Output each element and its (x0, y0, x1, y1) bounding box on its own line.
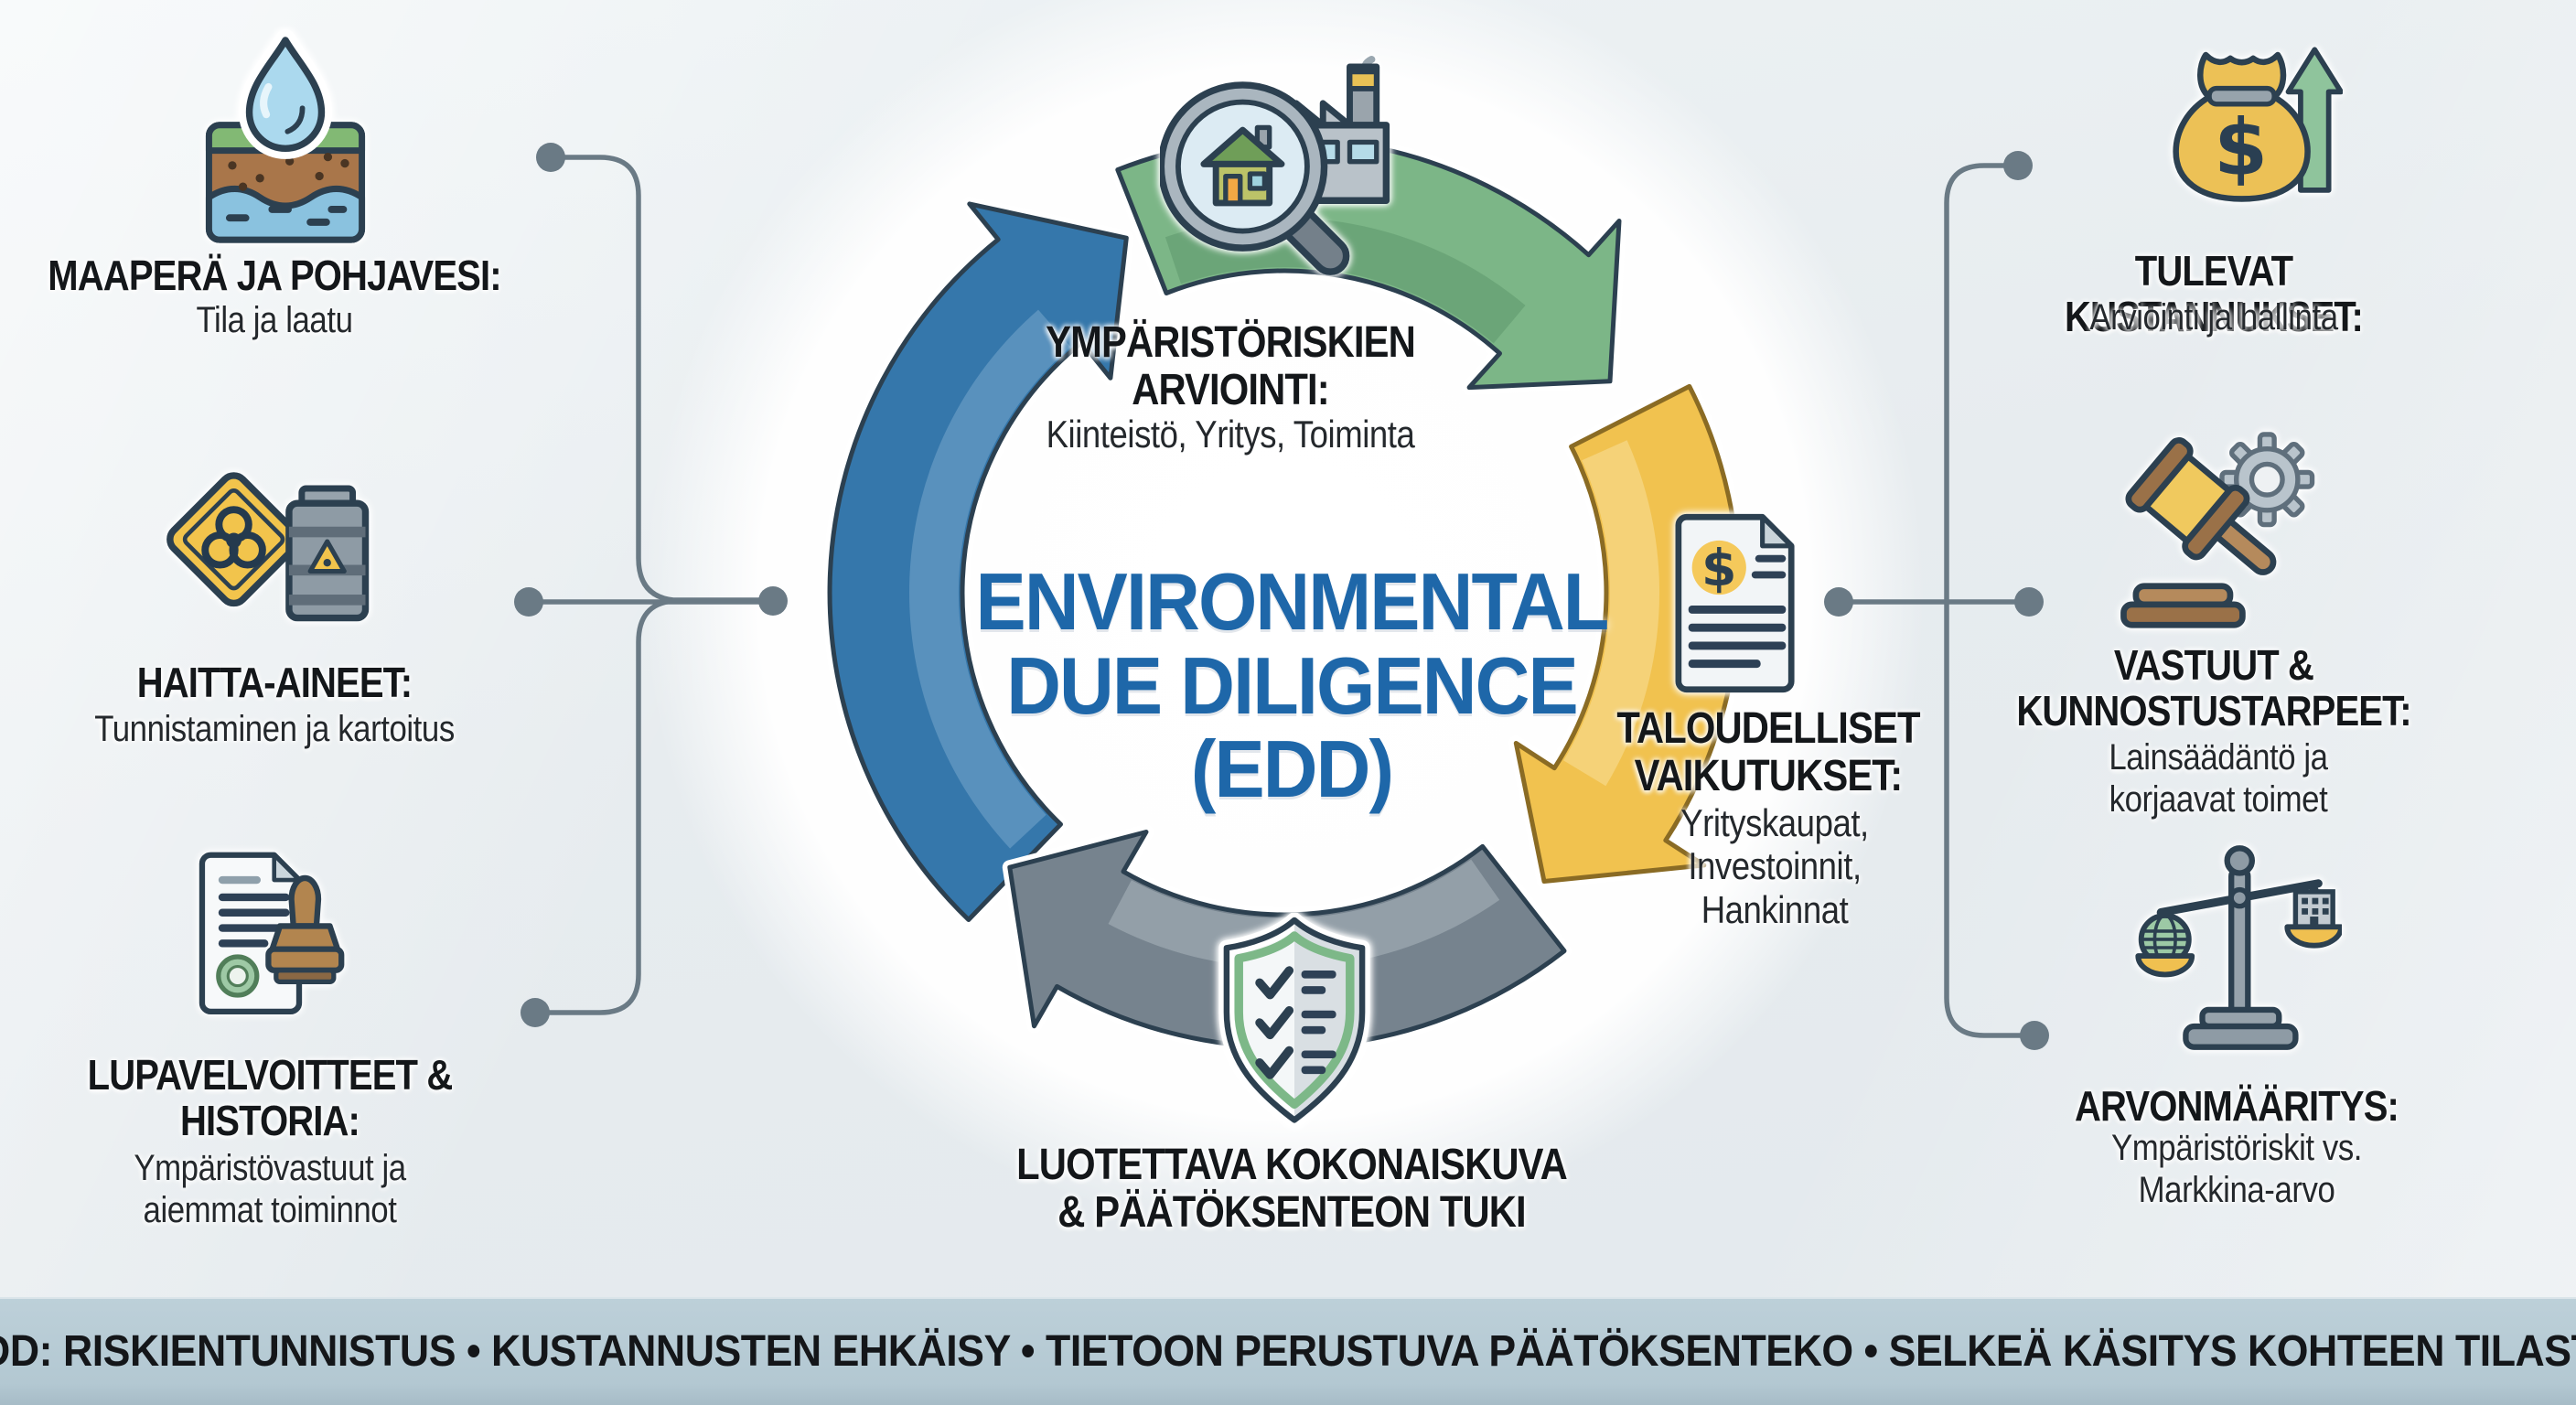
footer-summary-bar: EDD: RISKIENTUNNISTUS • KUSTANNUSTEN EHK… (0, 1297, 2576, 1405)
label-hazard-subtitle: Tunnistaminen ja kartoitus (94, 709, 455, 749)
label-reliable-overview-title: LUOTETTAVA KOKONAISKUVA & PÄÄTÖKSENTEON … (1016, 1141, 1568, 1238)
connector-left-bottom (535, 598, 674, 1015)
footer-summary-text: EDD: RISKIENTUNNISTUS • KUSTANNUSTEN EHK… (0, 1326, 2576, 1376)
label-soil-subtitle: Tila ja laatu (196, 300, 353, 340)
label-risk-assessment-subtitle: Kiinteistö, Yritys, Toiminta (1046, 413, 1415, 456)
label-permit-title: LUPAVELVOITTEET & HISTORIA: (87, 1051, 454, 1145)
arrow-bottom-gray-shade (1108, 859, 1500, 969)
label-valuation-title: ARVONMÄÄRITYS: (2075, 1082, 2399, 1130)
label-risk-assessment-title: YMPÄRISTÖRISKIEN ARVIOINTI: (1046, 318, 1416, 415)
label-permit-subtitle: Ympäristövastuut ja aiemmat toiminnot (134, 1148, 406, 1231)
connector-left-top (551, 155, 773, 603)
arrow-left-blue (827, 201, 1129, 922)
label-future-costs-subtitle: Arviointi ja hallinta (2089, 297, 2338, 338)
money-bag-up-arrow-icon: $ (2146, 38, 2344, 226)
connector-right-top (1944, 163, 2018, 602)
biohazard-barrel-icon (157, 445, 395, 638)
label-financial-title: TALOUDELLISET VAIKUTUKSET: (1616, 704, 1920, 801)
permit-document-stamp-icon (165, 845, 357, 1028)
label-hazard-title: HAITTA-AINEET: (136, 659, 413, 706)
label-valuation-subtitle: Ympäristöriskit vs. Markkina-arvo (2110, 1128, 2363, 1211)
label-soil-title: MAAPERÄ JA POHJAVESI: (48, 252, 501, 299)
label-liabilities-title: VASTUUT & KUNNOSTUSTARPEET: (2016, 641, 2411, 735)
soil-groundwater-icon (176, 27, 395, 265)
arrow-left-blue-shade (908, 309, 1071, 849)
gavel-gear-icon (2098, 426, 2345, 631)
arrow-right-yellow-shade (1563, 440, 1660, 787)
center-title: ENVIRONMENTAL DUE DILIGENCE (EDD) (975, 556, 1610, 815)
label-liabilities-subtitle: Lainsäädäntö ja korjaavat toimet (2109, 737, 2328, 820)
label-financial-subtitle: Yrityskaupat, Investoinnit, Hankinnat (1680, 801, 1869, 931)
checklist-shield-icon (1208, 912, 1381, 1134)
label-future-costs-title: TULEVAT KUSTANNUKSET: (2065, 247, 2364, 341)
svg-text:$: $ (1701, 540, 1736, 598)
connector-right-bottom (1944, 602, 2034, 1038)
dollar-document-icon: $ (1669, 510, 1806, 697)
svg-text:$: $ (2214, 103, 2268, 193)
connector-dots (514, 143, 2049, 1050)
magnifier-house-factory-icon (1157, 49, 1403, 306)
balance-scale-icon (2133, 838, 2345, 1057)
